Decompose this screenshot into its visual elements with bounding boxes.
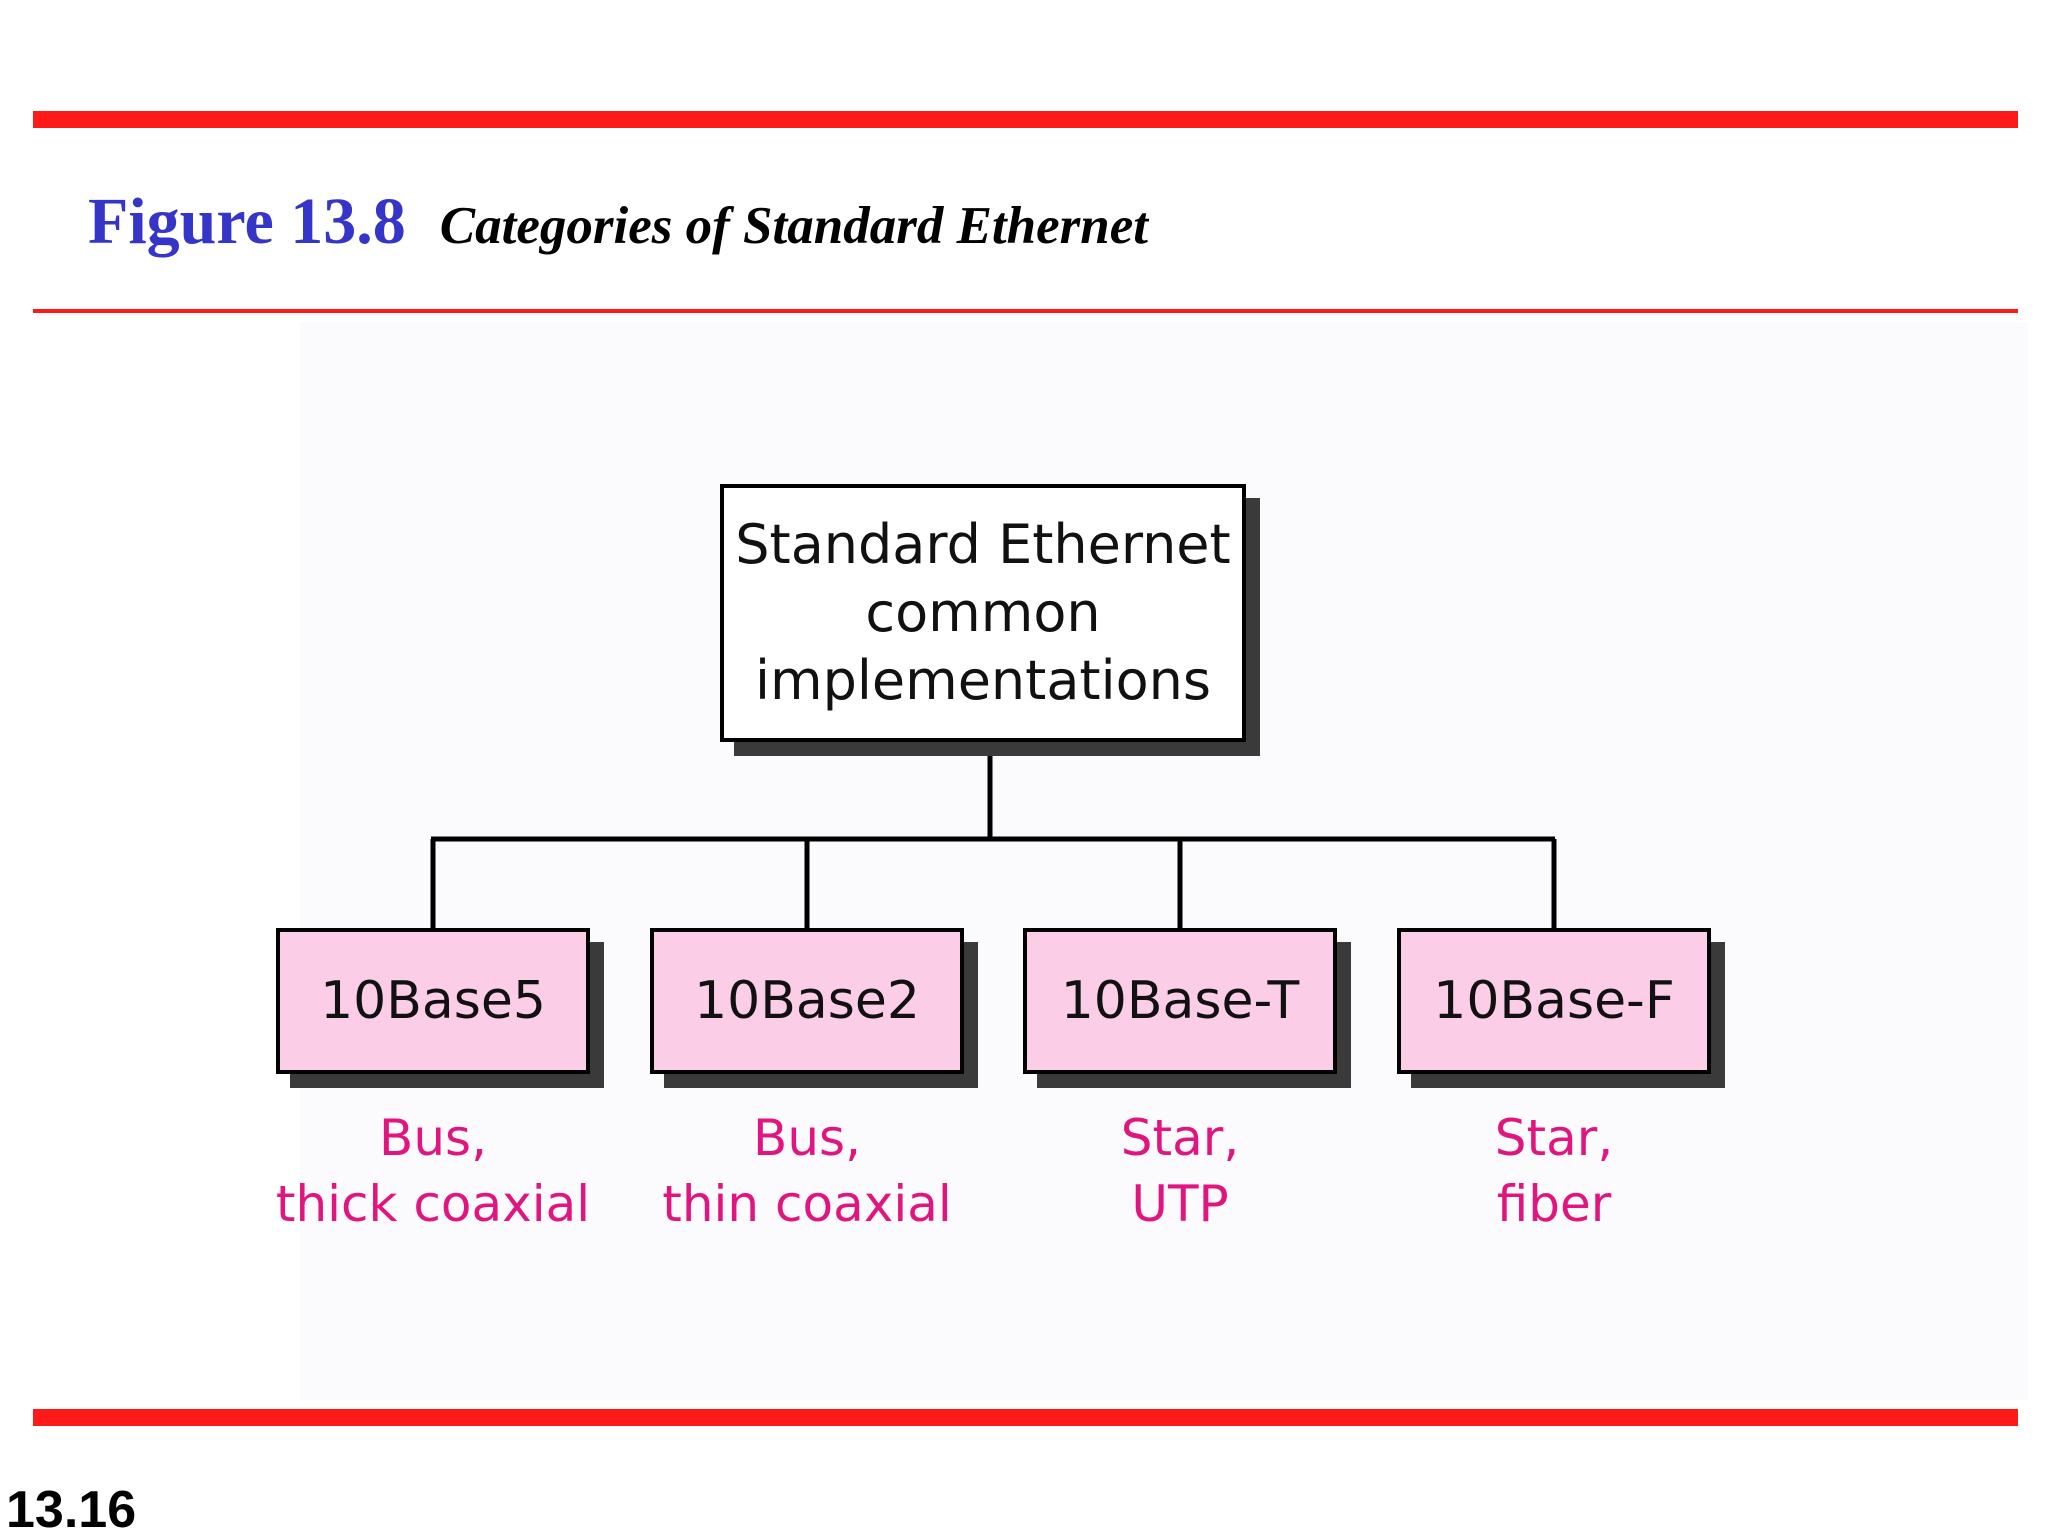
description-10base5: Bus, thick coaxial — [243, 1105, 623, 1237]
node-label: 10Base2 — [694, 971, 920, 1031]
medium-text: thin coaxial — [662, 1175, 952, 1233]
node-10base5: 10Base5 — [276, 928, 590, 1074]
node-label: 10Base-T — [1060, 971, 1300, 1031]
description-10base-t: Star, UTP — [990, 1105, 1370, 1237]
node-10base2: 10Base2 — [650, 928, 964, 1074]
medium-text: thick coaxial — [275, 1175, 591, 1233]
topology-text: Star, — [1494, 1109, 1614, 1167]
root-line-2: common — [865, 581, 1101, 644]
root-line-1: Standard Ethernet — [735, 513, 1231, 576]
root-line-3: implementations — [754, 649, 1211, 712]
figure-caption: Categories of Standard Ethernet — [439, 197, 1148, 255]
medium-text: fiber — [1496, 1175, 1612, 1233]
bottom-red-rule — [33, 1409, 2018, 1426]
description-10base2: Bus, thin coaxial — [617, 1105, 997, 1237]
root-node-standard-ethernet: Standard Ethernet common implementations — [720, 484, 1246, 742]
figure-number: Figure 13.8 — [88, 185, 406, 258]
description-10base-f: Star, fiber — [1364, 1105, 1744, 1237]
medium-text: UTP — [1131, 1175, 1229, 1233]
topology-text: Bus, — [753, 1109, 861, 1167]
node-10base-f: 10Base-F — [1397, 928, 1711, 1074]
node-10base-t: 10Base-T — [1023, 928, 1337, 1074]
topology-text: Star, — [1120, 1109, 1240, 1167]
top-red-rule — [33, 111, 2018, 128]
figure-title: Figure 13.8 Categories of Standard Ethern… — [88, 184, 1148, 260]
title-underline-rule — [33, 309, 2018, 313]
page-number: 13.16 — [6, 1481, 137, 1536]
topology-text: Bus, — [379, 1109, 487, 1167]
node-label: 10Base5 — [320, 971, 546, 1031]
node-label: 10Base-F — [1433, 971, 1675, 1031]
